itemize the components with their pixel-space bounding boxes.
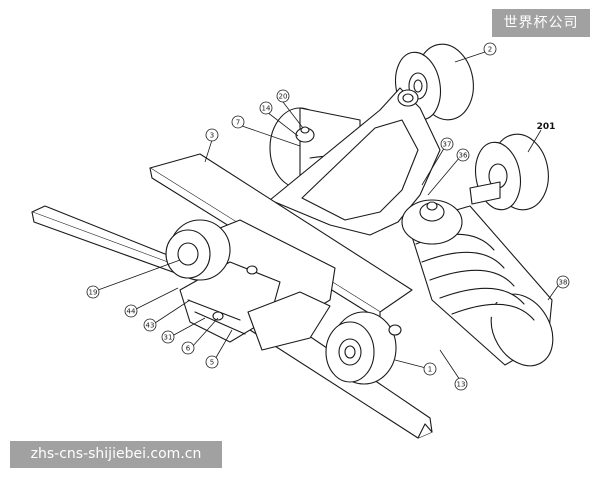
callout-38: 38 bbox=[556, 275, 570, 289]
svg-text:6: 6 bbox=[186, 345, 191, 353]
callout-36: 36 bbox=[456, 148, 470, 162]
svg-text:19: 19 bbox=[89, 289, 98, 297]
svg-text:2: 2 bbox=[488, 46, 492, 54]
callout-31: 31 bbox=[161, 330, 175, 344]
svg-text:44: 44 bbox=[127, 308, 136, 316]
svg-text:5: 5 bbox=[210, 359, 214, 367]
callout-2: 2 bbox=[483, 42, 497, 56]
svg-text:3: 3 bbox=[210, 132, 214, 140]
svg-text:13: 13 bbox=[457, 381, 466, 389]
big-spring bbox=[401, 199, 554, 367]
svg-text:7: 7 bbox=[236, 119, 240, 127]
leader-lines bbox=[97, 51, 561, 381]
axle-housing bbox=[179, 219, 336, 351]
wheel-top bbox=[394, 43, 474, 121]
callout-20: 20 bbox=[276, 89, 290, 103]
svg-text:38: 38 bbox=[559, 279, 568, 287]
svg-text:37: 37 bbox=[443, 141, 452, 149]
callout-6: 6 bbox=[181, 341, 195, 355]
triangle-frame bbox=[269, 87, 441, 236]
callout-3: 3 bbox=[205, 128, 219, 142]
callout-37: 37 bbox=[440, 137, 454, 151]
callouts: 2 20 14 7 3 37 36 201 3 bbox=[86, 42, 570, 391]
svg-text:20: 20 bbox=[279, 93, 288, 101]
svg-text:43: 43 bbox=[146, 322, 155, 330]
callout-201: 201 bbox=[537, 122, 556, 132]
svg-text:201: 201 bbox=[537, 122, 556, 132]
svg-text:36: 36 bbox=[459, 152, 468, 160]
callout-19: 19 bbox=[86, 285, 100, 299]
callout-14: 14 bbox=[259, 101, 273, 115]
callout-44: 44 bbox=[124, 304, 138, 318]
wheel-right bbox=[469, 133, 549, 211]
bolts bbox=[246, 126, 402, 336]
callout-1: 1 bbox=[423, 362, 437, 376]
watermark-bottom-left: zhs-cns-shijiebei.com.cn bbox=[10, 441, 222, 468]
callout-13: 13 bbox=[454, 377, 468, 391]
watermark-top-right: 世界杯公司 bbox=[492, 9, 590, 37]
callout-43: 43 bbox=[143, 318, 157, 332]
wheel-bottom bbox=[325, 311, 397, 385]
svg-text:14: 14 bbox=[262, 105, 271, 113]
callout-7: 7 bbox=[231, 115, 245, 129]
wheel-left bbox=[165, 219, 231, 281]
svg-text:1: 1 bbox=[428, 366, 432, 374]
callout-5: 5 bbox=[205, 355, 219, 369]
svg-text:31: 31 bbox=[164, 334, 173, 342]
